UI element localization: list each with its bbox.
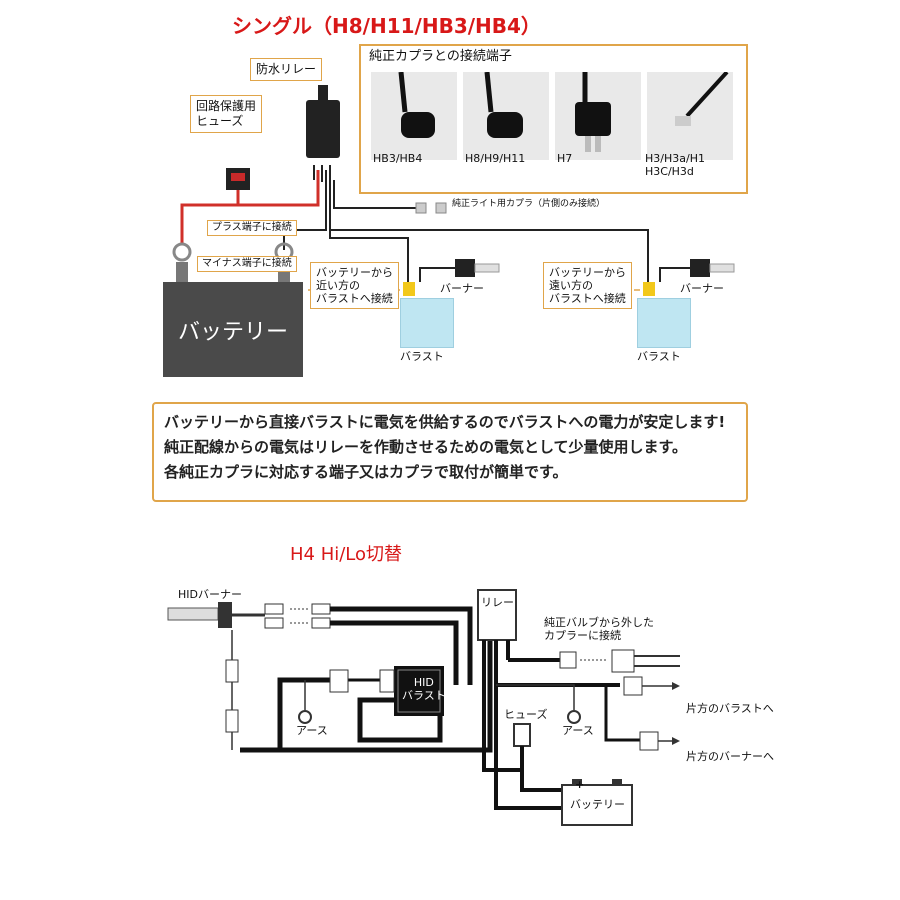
h4-hid-burner-label: HIDバーナー <box>178 588 242 601</box>
note-line-2: 純正配線からの電気はリレーを作動させるための電気として少量使用します。 <box>164 438 688 456</box>
near-ballast-label: バッテリーから 近い方の バラストへ接続 <box>310 262 399 309</box>
h4-ballast-label: HID バラスト <box>402 676 446 702</box>
far-burner-body <box>690 259 710 277</box>
h7-photo <box>555 72 641 160</box>
h4-earth-left: アース <box>296 724 328 737</box>
near-ballast-plug <box>403 282 415 296</box>
far-ballast-label-text: バラスト <box>637 350 681 363</box>
h4-burner-glass <box>167 607 219 621</box>
single-title: シングル（H8/H11/HB3/HB4） <box>232 14 541 38</box>
near-ballast-wire <box>329 184 409 282</box>
fuse-label: 回路保護用 ヒューズ <box>190 95 263 133</box>
far-burner-label: バーナー <box>680 282 724 295</box>
h4-to-ballast: 片方のバラストへ <box>686 702 774 715</box>
coupler-wire <box>333 180 416 209</box>
near-burner-body <box>455 259 475 277</box>
battery-label: バッテリー <box>177 319 288 345</box>
far-ballast-plug <box>643 282 655 296</box>
red-power-wire <box>180 170 320 245</box>
minus-terminal-label: マイナス端子に接続 <box>197 256 297 272</box>
connector-h3: H3/H3a/H1 H3C/H3d <box>645 152 705 178</box>
h4-coupler-label: 純正バルブから外した カプラーに接続 <box>544 616 654 642</box>
coupler-note: 純正ライト用カプラ（片側のみ接続） <box>452 199 606 209</box>
notes-box: バッテリーから直接バラストに電気を供給するのでバラストへの電力が安定します! 純… <box>152 402 748 502</box>
h4-title: H4 Hi/Lo切替 <box>290 544 403 565</box>
h4-relay-label: リレー <box>481 596 514 609</box>
h4-battery-label: バッテリー <box>570 798 625 811</box>
connector-hb3: HB3/HB4 <box>373 152 423 165</box>
h4-wiring-svg <box>167 589 680 826</box>
far-ballast <box>637 298 691 348</box>
hb3-photo <box>371 71 457 160</box>
near-ballast-label-text: バラスト <box>400 350 444 363</box>
note-line-3: 各純正カプラに対応する端子又はカプラで取付が簡単です。 <box>164 463 568 481</box>
connector-h7: H7 <box>557 152 573 165</box>
connector-h8: H8/H9/H11 <box>465 152 526 165</box>
relay-body <box>306 100 340 158</box>
connector-box: 純正カプラとの接続端子 HB3/HB4 H8/H9/H11 H7 H3/H3a/… <box>359 44 748 194</box>
h3-photo <box>647 70 733 160</box>
connector-heading: 純正カプラとの接続端子 <box>369 49 512 64</box>
h4-relay-body <box>477 589 517 641</box>
h8-photo <box>463 71 549 160</box>
h4-earth-right: アース <box>562 724 594 737</box>
h4-battery-body <box>561 784 633 826</box>
h4-to-burner: 片方のバーナーへ <box>686 750 774 763</box>
battery: バッテリー <box>163 282 303 377</box>
h4-fuse-label: ヒューズ <box>504 708 548 721</box>
far-ballast-wire <box>330 229 649 282</box>
relay-label: 防水リレー <box>250 58 323 81</box>
plus-terminal-label: プラス端子に接続 <box>207 220 297 236</box>
far-ballast-label: バッテリーから 遠い方の バラストへ接続 <box>543 262 632 309</box>
ground-wire <box>283 170 327 250</box>
near-ballast <box>400 298 454 348</box>
note-line-1: バッテリーから直接バラストに電気を供給するのでバラストへの電力が安定します! <box>164 413 726 431</box>
near-burner-label: バーナー <box>440 282 484 295</box>
h4-battery-plus: + <box>575 778 585 791</box>
